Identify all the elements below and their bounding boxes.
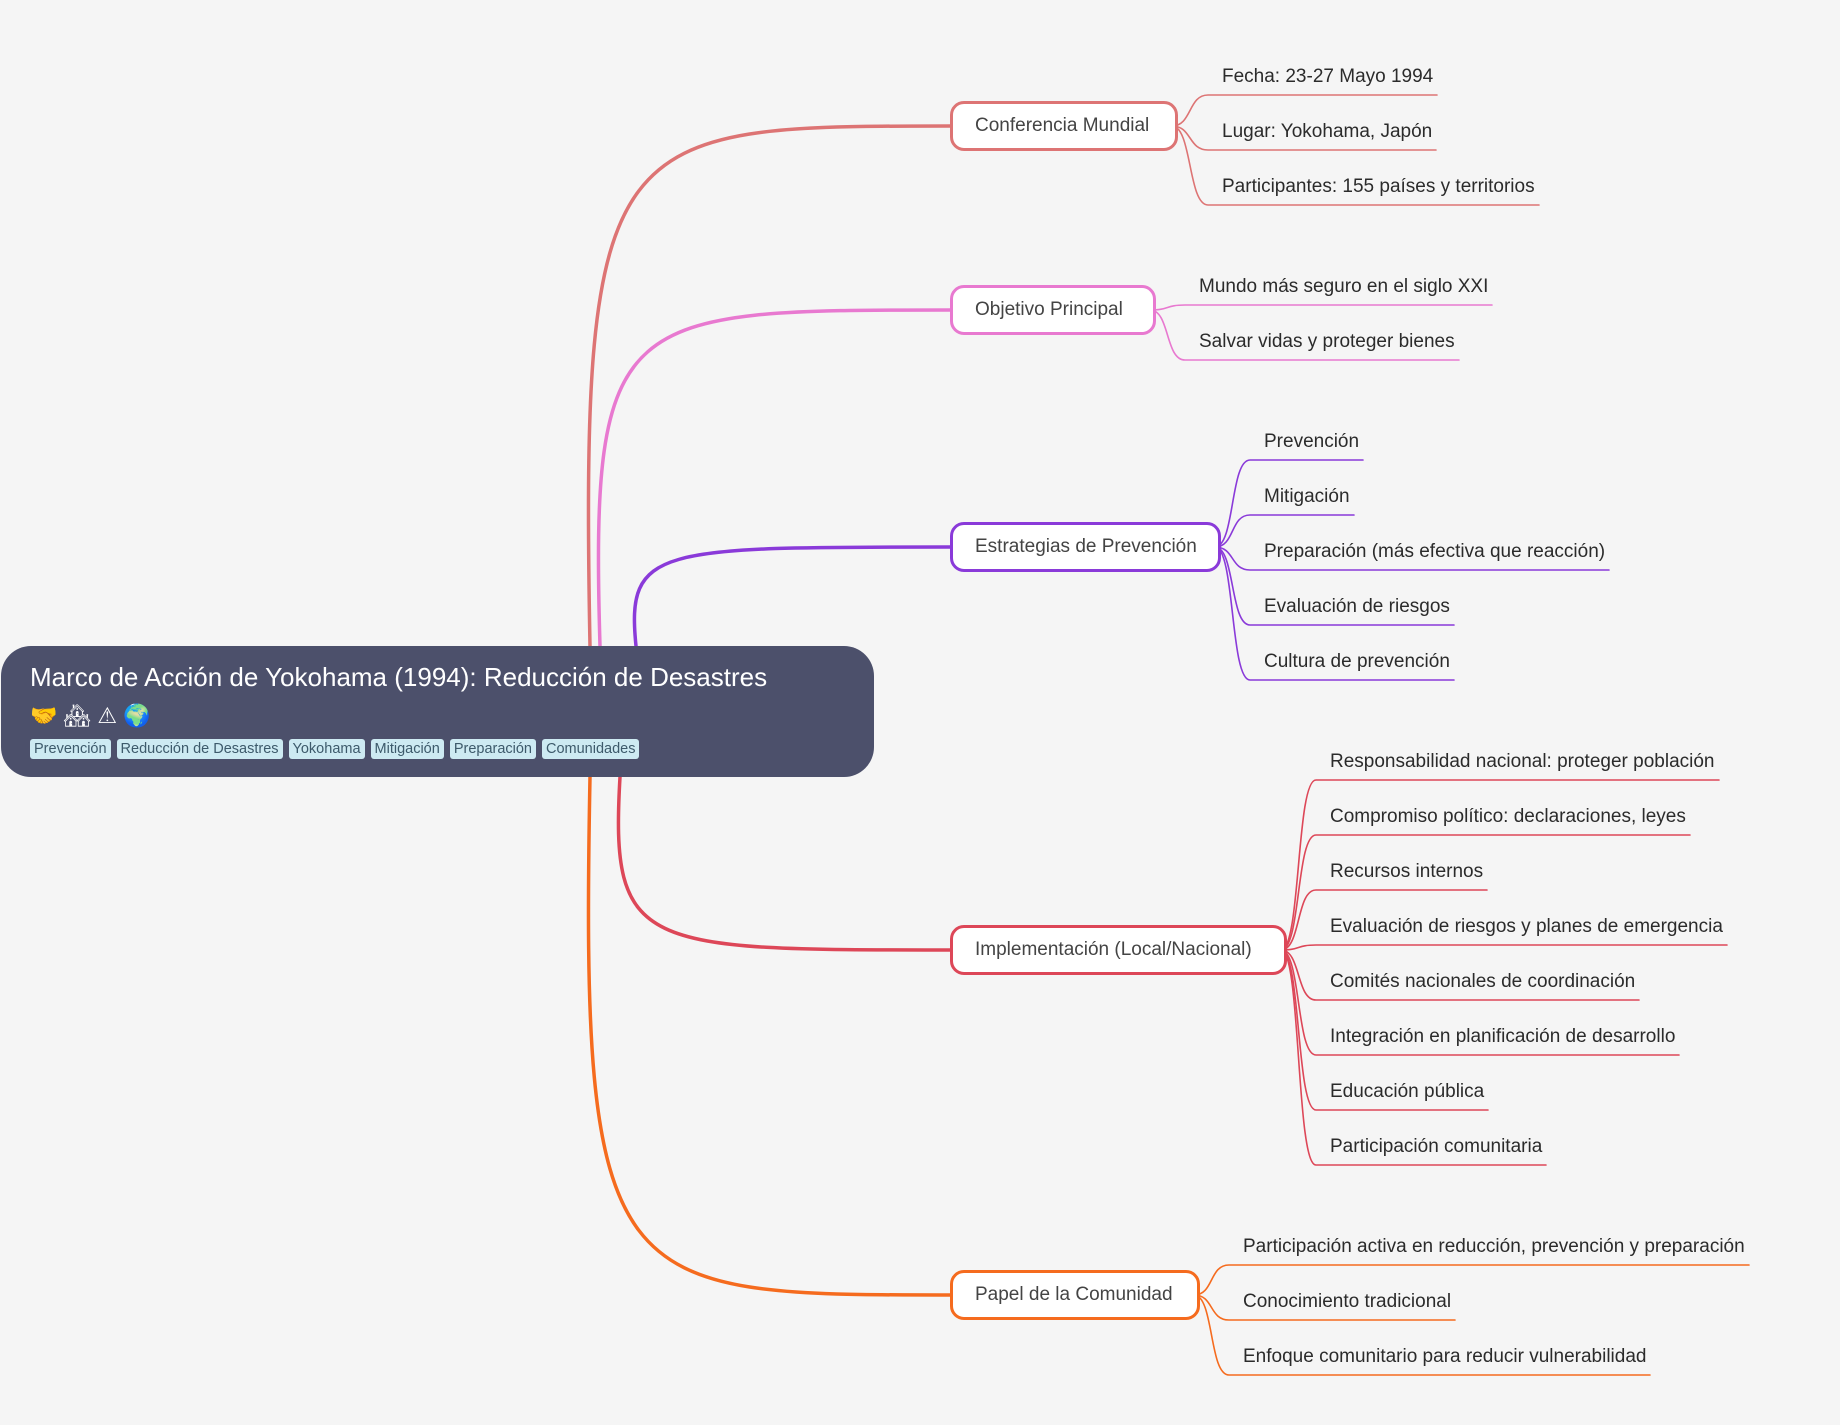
tag[interactable]: Comunidades bbox=[542, 739, 640, 760]
branch-objetivo-principal[interactable]: Objetivo Principal bbox=[950, 285, 1156, 335]
warning-icon: ⚠ bbox=[97, 703, 120, 729]
branch-conferencia-mundial[interactable]: Conferencia Mundial bbox=[950, 101, 1178, 151]
leaf-connector bbox=[1280, 949, 1680, 1056]
leaf-node[interactable]: Enfoque comunitario para reducir vulnera… bbox=[1243, 1346, 1647, 1367]
leaf-node[interactable]: Prevención bbox=[1264, 431, 1360, 452]
branch-papel-comunidad[interactable]: Papel de la Comunidad bbox=[950, 1270, 1200, 1320]
leaf-connector bbox=[1214, 459, 1364, 548]
leaf-connector bbox=[1214, 546, 1455, 626]
branch-implementacion[interactable]: Implementación (Local/Nacional) bbox=[950, 925, 1287, 975]
houses-icon: 🏘 bbox=[63, 703, 94, 729]
branch-connector bbox=[586, 775, 952, 1297]
tag[interactable]: Mitigación bbox=[370, 739, 444, 760]
handshake-icon: 🤝 bbox=[30, 703, 60, 729]
leaf-connector bbox=[1280, 949, 1547, 1166]
root-node[interactable]: Marco de Acción de Yokohama (1994): Redu… bbox=[1, 646, 874, 777]
tag[interactable]: Preparación bbox=[449, 739, 536, 760]
leaf-connector bbox=[1193, 1294, 1651, 1376]
leaf-node[interactable]: Participación comunitaria bbox=[1330, 1136, 1543, 1157]
branch-estrategias-prevencion[interactable]: Estrategias de Prevención bbox=[950, 522, 1221, 572]
leaf-connector bbox=[1280, 834, 1691, 951]
leaf-node[interactable]: Participantes: 155 países y territorios bbox=[1222, 176, 1535, 197]
leaf-node[interactable]: Cultura de prevención bbox=[1264, 651, 1450, 672]
leaf-node[interactable]: Mundo más seguro en el siglo XXI bbox=[1199, 276, 1489, 297]
leaf-connector bbox=[1214, 546, 1455, 681]
leaf-node[interactable]: Lugar: Yokohama, Japón bbox=[1222, 121, 1433, 142]
leaf-node[interactable]: Fecha: 23-27 Mayo 1994 bbox=[1222, 66, 1434, 87]
leaf-connector bbox=[1280, 889, 1488, 951]
leaf-node[interactable]: Integración en planificación de desarrol… bbox=[1330, 1026, 1676, 1047]
leaf-node[interactable]: Educación pública bbox=[1330, 1081, 1485, 1102]
globe-icon: 🌍 bbox=[123, 703, 153, 729]
branch-connector bbox=[616, 775, 952, 952]
leaf-connector bbox=[1280, 949, 1489, 1111]
tag[interactable]: Prevención bbox=[30, 739, 111, 760]
leaf-node[interactable]: Mitigación bbox=[1264, 486, 1350, 507]
leaf-node[interactable]: Comités nacionales de coordinación bbox=[1330, 971, 1636, 992]
root-title: Marco de Acción de Yokohama (1994): Redu… bbox=[30, 662, 768, 692]
leaf-node[interactable]: Recursos internos bbox=[1330, 861, 1484, 882]
leaf-node[interactable]: Compromiso político: declaraciones, leye… bbox=[1330, 806, 1686, 827]
leaf-node[interactable]: Responsabilidad nacional: proteger pobla… bbox=[1330, 751, 1715, 772]
tag[interactable]: Reducción de Desastres bbox=[116, 739, 283, 760]
root-tags: Prevención Reducción de Desastres Yokoha… bbox=[30, 739, 874, 760]
leaf-node[interactable]: Evaluación de riesgos y planes de emerge… bbox=[1330, 916, 1723, 937]
branch-connector bbox=[586, 124, 952, 648]
leaf-connector bbox=[1280, 944, 1728, 951]
leaf-node[interactable]: Conocimiento tradicional bbox=[1243, 1291, 1452, 1312]
leaf-node[interactable]: Salvar vidas y proteger bienes bbox=[1199, 331, 1455, 352]
leaf-connector bbox=[1149, 304, 1493, 311]
leaf-connector bbox=[1171, 125, 1540, 206]
leaf-node[interactable]: Participación activa en reducción, preve… bbox=[1243, 1236, 1745, 1257]
branch-connector bbox=[596, 308, 952, 648]
leaf-node[interactable]: Preparación (más efectiva que reacción) bbox=[1264, 541, 1606, 562]
leaf-connector bbox=[1280, 779, 1720, 951]
tag[interactable]: Yokohama bbox=[288, 739, 365, 760]
branch-connector bbox=[632, 545, 952, 648]
root-emoji-row: 🤝 🏘 ⚠ 🌍 bbox=[30, 701, 874, 731]
leaf-node[interactable]: Evaluación de riesgos bbox=[1264, 596, 1450, 617]
